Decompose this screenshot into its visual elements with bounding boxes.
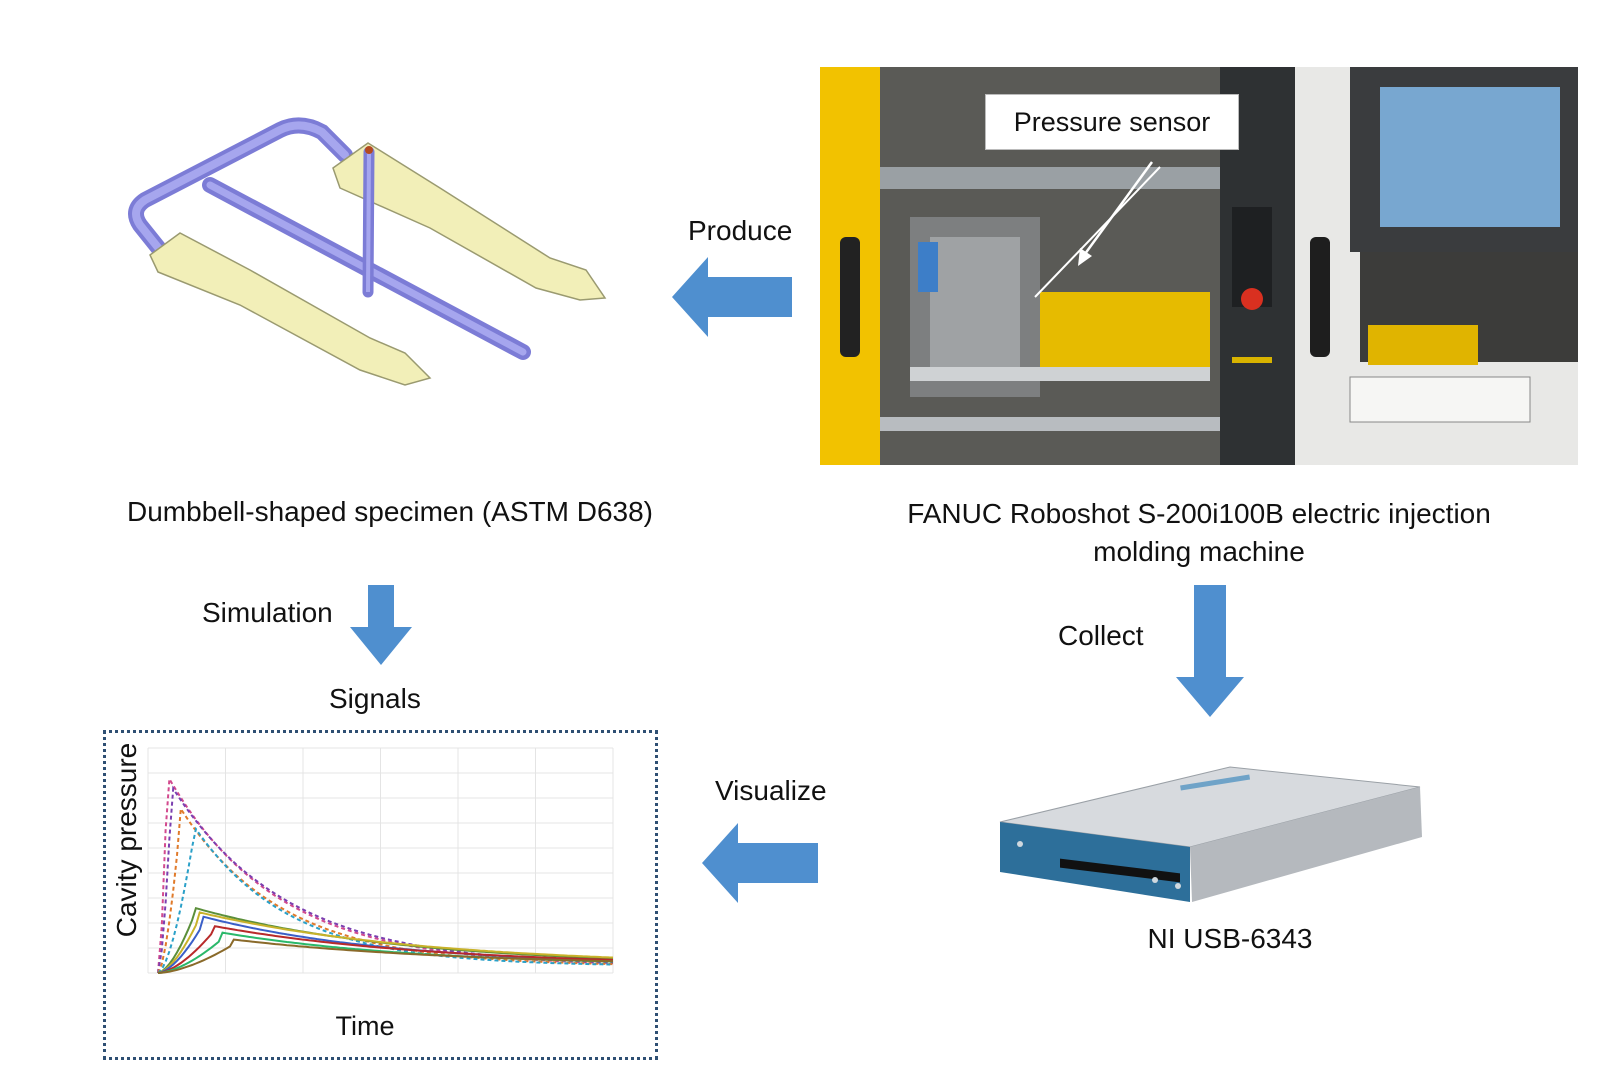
chart-ylabel: Cavity pressure	[111, 743, 142, 938]
collect-arrow	[1176, 585, 1244, 717]
simulation-arrow	[350, 585, 412, 665]
machine-caption-line2: molding machine	[1093, 536, 1305, 567]
specimen-illustration	[128, 117, 607, 386]
runner	[132, 121, 349, 254]
specimen-caption: Dumbbell-shaped specimen (ASTM D638)	[127, 496, 653, 527]
signals-label: Signals	[329, 683, 421, 714]
signal-curve	[157, 805, 614, 974]
chart-grid	[147, 747, 614, 974]
sprue-tip	[365, 146, 373, 154]
simulation-label: Simulation	[202, 597, 333, 628]
sensor-pointer	[1078, 161, 1154, 266]
produce-arrow	[672, 257, 792, 337]
chart-xlabel: Time	[336, 1011, 395, 1041]
produce-label: Produce	[688, 215, 793, 246]
pressure-sensor-callout: Pressure sensor	[985, 94, 1239, 150]
cavity-pressure-chart: Cavity pressure Time	[111, 743, 614, 1041]
signal-curve	[157, 915, 614, 974]
daq-caption: NI USB-6343	[1147, 923, 1313, 954]
collect-label: Collect	[1058, 620, 1144, 651]
visualize-arrow	[702, 823, 818, 903]
visualize-label: Visualize	[715, 775, 827, 806]
signal-curve	[157, 911, 614, 974]
chart-curves	[157, 775, 614, 974]
specimen-bar-lower	[149, 232, 432, 386]
sprue	[366, 151, 371, 293]
machine-caption-line1: FANUC Roboshot S-200i100B electric injec…	[907, 498, 1491, 529]
signal-curve	[157, 925, 614, 974]
daq-device-illustration	[999, 766, 1422, 902]
signals-chart-frame	[103, 730, 658, 1060]
signal-curve	[157, 938, 614, 974]
specimen-bar-upper	[332, 142, 607, 301]
